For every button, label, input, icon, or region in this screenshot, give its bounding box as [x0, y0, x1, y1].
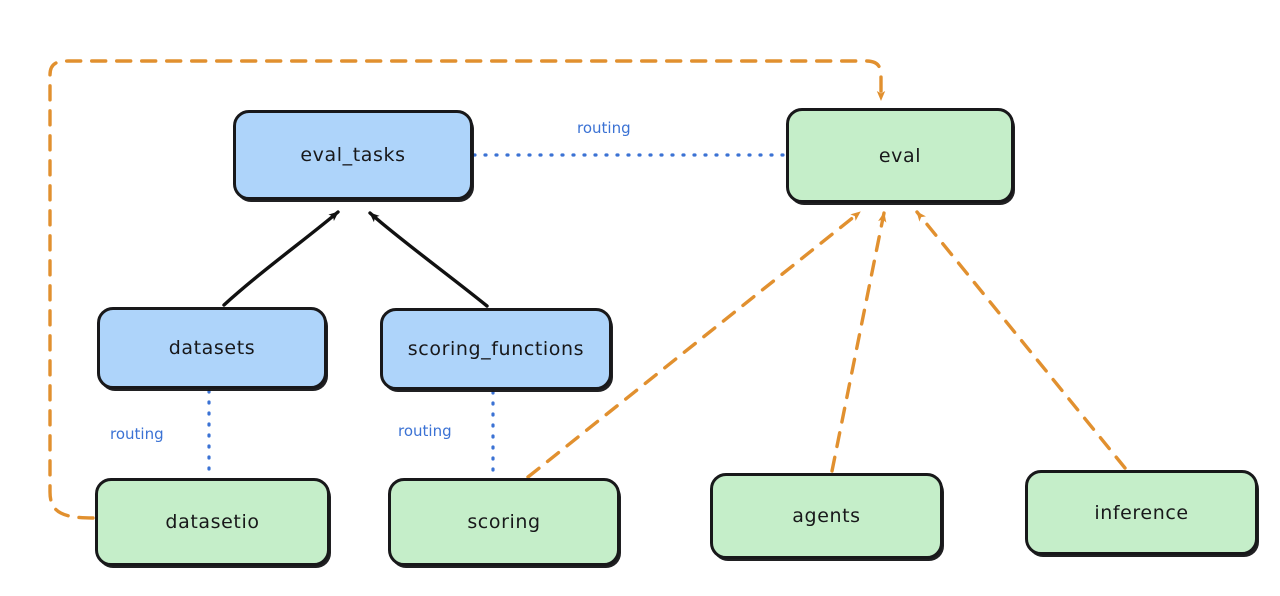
node-label-scoring: scoring — [467, 511, 541, 533]
edge-scoring_functions-eval_tasks — [368, 211, 489, 308]
node-label-agents: agents — [792, 505, 861, 527]
node-eval-tasks[interactable]: eval_tasks — [233, 110, 473, 200]
edge-inference-eval — [915, 210, 1127, 470]
node-eval[interactable]: eval — [786, 108, 1014, 203]
node-label-scoring-functions: scoring_functions — [407, 338, 585, 360]
edge-datasets-eval_tasks — [222, 210, 340, 307]
edge-label-routing-scoring-functions: routing — [398, 422, 452, 440]
edge-agents-eval — [830, 211, 887, 473]
node-inference[interactable]: inference — [1025, 470, 1258, 555]
node-label-eval: eval — [878, 144, 922, 167]
node-datasetio[interactable]: datasetio — [95, 478, 330, 566]
node-scoring[interactable]: scoring — [388, 478, 620, 566]
node-label-eval-tasks: eval_tasks — [300, 144, 406, 166]
node-datasets[interactable]: datasets — [97, 307, 327, 389]
node-agents[interactable]: agents — [710, 473, 943, 559]
node-label-datasetio: datasetio — [165, 511, 260, 533]
node-label-inference: inference — [1094, 501, 1189, 524]
edge-label-routing-eval-tasks: routing — [577, 119, 631, 137]
edge-label-routing-datasets: routing — [110, 425, 164, 443]
node-label-datasets: datasets — [168, 337, 256, 359]
node-scoring-functions[interactable]: scoring_functions — [380, 308, 612, 390]
